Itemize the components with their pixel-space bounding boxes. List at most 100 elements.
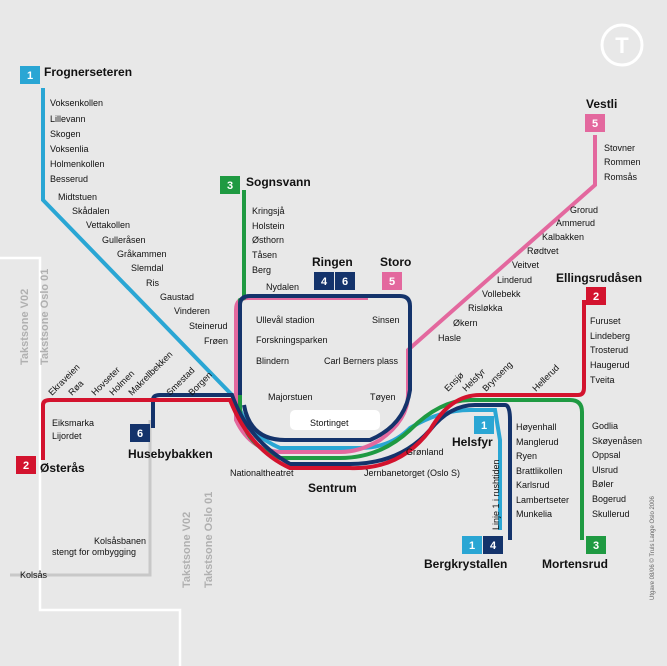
label-helsfyr: Helsfyr — [452, 435, 493, 449]
svg-text:Nydalen: Nydalen — [266, 282, 299, 292]
svg-text:4: 4 — [490, 540, 497, 552]
svg-text:Voksenkollen: Voksenkollen — [50, 98, 103, 108]
svg-text:Tøyen: Tøyen — [370, 392, 396, 402]
svg-text:Stortinget: Stortinget — [310, 418, 349, 428]
svg-text:Rødtvet: Rødtvet — [527, 246, 559, 256]
rush-note: Linje 1 i rushtiden — [491, 459, 501, 530]
svg-text:Bogerud: Bogerud — [592, 494, 626, 504]
svg-text:Skådalen: Skådalen — [72, 206, 110, 216]
stortinget-box — [290, 410, 380, 430]
svg-text:Hellerud: Hellerud — [530, 363, 561, 394]
svg-text:Gulleråsen: Gulleråsen — [102, 235, 146, 245]
svg-text:Bøler: Bøler — [592, 479, 614, 489]
svg-text:Østhorn: Østhorn — [252, 235, 284, 245]
svg-text:Vettakollen: Vettakollen — [86, 220, 130, 230]
terminal-mortensrud: Mortensrud — [542, 557, 608, 571]
svg-text:Voksenlia: Voksenlia — [50, 144, 89, 154]
svg-text:Tveita: Tveita — [590, 375, 615, 385]
svg-text:Ulsrud: Ulsrud — [592, 465, 618, 475]
svg-text:Ris: Ris — [146, 278, 159, 288]
badge-line-5-top: 5 — [585, 114, 605, 132]
svg-text:Munkelia: Munkelia — [516, 509, 552, 519]
t-logo — [600, 23, 644, 67]
svg-text:Karlsrud: Karlsrud — [516, 480, 550, 490]
svg-text:Eiksmarka: Eiksmarka — [52, 418, 94, 428]
svg-text:Risløkka: Risløkka — [468, 303, 503, 313]
badge-line-2-west: 2 — [16, 456, 36, 474]
svg-text:Besserud: Besserud — [50, 174, 88, 184]
line-4-south-stations: Høyenhall Manglerud Ryen Brattlikollen K… — [516, 422, 569, 519]
svg-text:Majorstuen: Majorstuen — [268, 392, 313, 402]
svg-text:Manglerud: Manglerud — [516, 437, 559, 447]
terminal-bergkrystallen: Bergkrystallen — [424, 557, 507, 571]
zone-label-v02-bottom: Takstsone V02 — [181, 512, 193, 588]
svg-text:5: 5 — [389, 276, 395, 288]
svg-text:Hasle: Hasle — [438, 333, 461, 343]
svg-text:Slemdal: Slemdal — [131, 263, 164, 273]
badge-line-4-south: 4 — [483, 536, 503, 554]
svg-text:Tåsen: Tåsen — [252, 250, 277, 260]
svg-text:4: 4 — [321, 276, 328, 288]
svg-text:Berg: Berg — [252, 265, 271, 275]
svg-text:2: 2 — [23, 460, 29, 472]
svg-text:3: 3 — [227, 180, 233, 192]
svg-text:1: 1 — [481, 420, 487, 432]
line-3-stations: Kringsjå Holstein Østhorn Tåsen Berg — [252, 206, 285, 275]
badge-line-6-ring: 6 — [335, 272, 355, 290]
svg-text:2: 2 — [593, 291, 599, 303]
badge-line-1-south: 1 — [462, 536, 482, 554]
svg-text:Ammerud: Ammerud — [556, 218, 595, 228]
svg-text:Lillevann: Lillevann — [50, 114, 86, 124]
badge-line-1-helsfyr: 1 — [474, 416, 494, 434]
svg-text:Gaustad: Gaustad — [160, 292, 194, 302]
svg-text:Godlia: Godlia — [592, 421, 618, 431]
svg-text:Nationaltheatret: Nationaltheatret — [230, 468, 294, 478]
line-2-route — [41, 300, 586, 471]
ring-stations: Nydalen Ullevål stadion Forskningsparken… — [256, 282, 400, 366]
svg-text:1: 1 — [27, 70, 33, 82]
svg-text:Skullerud: Skullerud — [592, 509, 630, 519]
terminal-husebybakken: Husebybakken — [128, 447, 213, 461]
svg-text:Høyenhall: Høyenhall — [516, 422, 557, 432]
svg-text:5: 5 — [592, 118, 598, 130]
terminal-vestli: Vestli — [586, 97, 617, 111]
svg-text:6: 6 — [137, 428, 143, 440]
line-4-route — [238, 294, 412, 442]
svg-text:Økern: Økern — [453, 318, 478, 328]
west-diagonal-stations: Ekraveien Røa Hovseter Holmen Makrellbek… — [46, 349, 214, 397]
badge-line-6-west: 6 — [130, 424, 150, 442]
line-5-stations: Stovner Rommen Romsås Grorud Ammerud Kal… — [438, 143, 641, 343]
kolsas-label: Kolsås — [20, 570, 48, 580]
t-logo-letter: T — [615, 33, 629, 58]
svg-text:Trosterud: Trosterud — [590, 345, 628, 355]
svg-text:Veitvet: Veitvet — [512, 260, 540, 270]
svg-text:Jernbanetorget (Oslo S): Jernbanetorget (Oslo S) — [364, 468, 460, 478]
svg-text:Gråkammen: Gråkammen — [117, 249, 167, 259]
line-1-stations: Voksenkollen Lillevann Skogen Voksenlia … — [50, 98, 228, 346]
svg-text:Kringsjå: Kringsjå — [252, 206, 285, 216]
svg-text:Brynseng: Brynseng — [480, 359, 514, 393]
east-diagonal-stations: Ensjø Helsfyr Brynseng Hellerud — [442, 359, 561, 393]
badge-line-2-east: 2 — [586, 287, 606, 305]
svg-text:Lindeberg: Lindeberg — [590, 331, 630, 341]
svg-text:Holstein: Holstein — [252, 221, 285, 231]
svg-text:Lijordet: Lijordet — [52, 431, 82, 441]
kolsas-note-1: Kolsåsbanen — [94, 536, 146, 546]
svg-text:Carl Berners plass: Carl Berners plass — [324, 356, 399, 366]
line-2-west-stations: Eiksmarka Lijordet — [52, 418, 94, 441]
core-stations: Majorstuen Tøyen Stortinget Nationalthea… — [230, 392, 460, 478]
zone-label-oslo01-top: Takstsone Oslo 01 — [39, 269, 51, 365]
zone-label-oslo01-bottom: Takstsone Oslo 01 — [203, 492, 215, 588]
svg-text:Lambertseter: Lambertseter — [516, 495, 569, 505]
svg-text:Skøyenåsen: Skøyenåsen — [592, 436, 642, 446]
svg-text:Furuset: Furuset — [590, 316, 621, 326]
svg-text:Brattlikollen: Brattlikollen — [516, 466, 563, 476]
svg-text:Rommen: Rommen — [604, 157, 641, 167]
svg-text:Vollebekk: Vollebekk — [482, 289, 521, 299]
credit-note: Utgave 08/06 © Truls Lange Oslo 2006 — [649, 496, 656, 600]
badge-line-3-top: 3 — [220, 176, 240, 194]
svg-text:Midtstuen: Midtstuen — [58, 192, 97, 202]
badge-line-1-top: 1 — [20, 66, 40, 84]
svg-text:Sinsen: Sinsen — [372, 315, 400, 325]
